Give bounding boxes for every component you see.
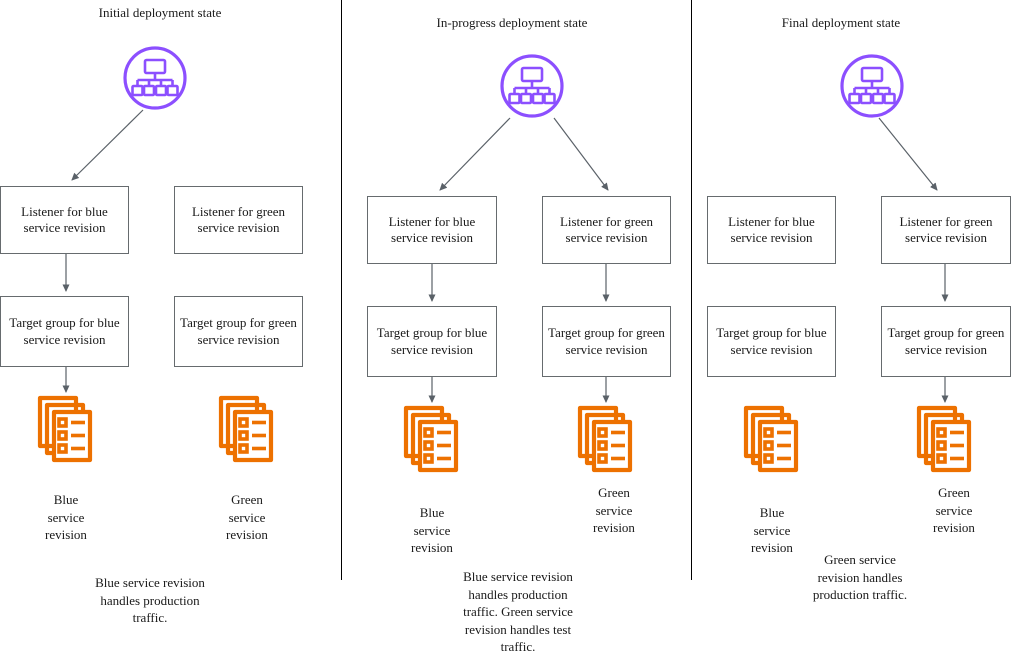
note-line: revision handles [817, 569, 903, 585]
panel-title-initial: Initial deployment state [98, 5, 222, 20]
box-target-group-green-p2[interactable]: Target group for green service revision [542, 306, 671, 377]
service-revision-icon-green-p2 [573, 403, 639, 481]
box-listener-blue-p1[interactable]: Listener for blue service revision [0, 186, 129, 254]
box-listener-blue-p3[interactable]: Listener for blue service revision [707, 196, 836, 264]
box-listener-green-p3[interactable]: Listener for green service revision [881, 196, 1011, 264]
caption-line: service [595, 502, 633, 518]
caption-line: revision [45, 527, 87, 543]
box-target-group-green-p1[interactable]: Target group for green service revision [174, 296, 303, 367]
load-balancer-icon [499, 53, 565, 119]
caption-line: service [753, 522, 791, 538]
caption-green-service-p1: Green service revision [197, 491, 297, 544]
caption-line: Blue [419, 505, 445, 520]
box-target-group-green-p3[interactable]: Target group for green service revision [881, 306, 1011, 377]
service-revision-icon-blue-p3 [739, 403, 805, 481]
note-line: traffic. [132, 610, 168, 626]
caption-green-service-p3: Green service revision [904, 484, 1004, 537]
caption-line: Green [598, 485, 630, 500]
caption-line: Green [231, 492, 263, 507]
note-final: Green service revision handles productio… [775, 551, 945, 604]
note-line: handles production [468, 586, 568, 602]
service-revision-icon-blue-p1 [33, 393, 99, 471]
arrow-lb-to-green-listener-p3 [878, 117, 938, 191]
panel-title-final: Final deployment state [781, 15, 901, 30]
note-in-progress: Blue service revision handles production… [428, 568, 608, 656]
note-initial: Blue service revision handles production… [60, 574, 240, 627]
box-listener-green-p1[interactable]: Listener for green service revision [174, 186, 303, 254]
service-revision-icon-green-p1 [214, 393, 280, 471]
caption-line: revision [593, 520, 635, 536]
note-line: Blue service revision [95, 575, 205, 590]
arrow-lb-to-green-listener-p2 [553, 117, 609, 191]
caption-line: revision [411, 540, 453, 556]
caption-line: service [47, 509, 85, 525]
box-listener-blue-p2[interactable]: Listener for blue service revision [367, 196, 497, 264]
note-line: revision handles test [464, 621, 572, 637]
panel-divider-2 [691, 0, 692, 580]
caption-blue-service-p3: Blue service revision [722, 504, 822, 557]
note-line: Blue service revision [463, 569, 573, 584]
box-target-group-blue-p3[interactable]: Target group for blue service revision [707, 306, 836, 377]
note-line: production traffic. [812, 587, 908, 603]
caption-line: revision [751, 540, 793, 556]
note-line: traffic. Green service [463, 604, 573, 620]
caption-line: Blue [759, 505, 785, 520]
load-balancer-icon [122, 45, 188, 111]
caption-line: service [413, 522, 451, 538]
box-target-group-blue-p2[interactable]: Target group for blue service revision [367, 306, 497, 377]
caption-line: service [228, 509, 266, 525]
panel-title-in-progress: In-progress deployment state [436, 15, 588, 30]
caption-blue-service-p2: Blue service revision [382, 504, 482, 557]
load-balancer-icon [839, 53, 905, 119]
service-revision-icon-blue-p2 [399, 403, 465, 481]
service-revision-icon-green-p3 [912, 403, 978, 481]
arrow-lb-to-blue-listener-p1 [71, 109, 144, 181]
caption-line: Green [938, 485, 970, 500]
box-target-group-blue-p1[interactable]: Target group for blue service revision [0, 296, 129, 367]
caption-blue-service-p1: Blue service revision [16, 491, 116, 544]
arrow-lb-to-blue-listener-p2 [439, 117, 511, 191]
panel-divider-1 [341, 0, 342, 580]
note-line: Green service [824, 552, 896, 567]
box-listener-green-p2[interactable]: Listener for green service revision [542, 196, 671, 264]
caption-line: revision [933, 520, 975, 536]
note-line: handles production [100, 592, 200, 608]
caption-line: service [935, 502, 973, 518]
caption-green-service-p2: Green service revision [564, 484, 664, 537]
note-line: traffic. [500, 639, 536, 655]
caption-line: Blue [53, 492, 79, 507]
caption-line: revision [226, 527, 268, 543]
